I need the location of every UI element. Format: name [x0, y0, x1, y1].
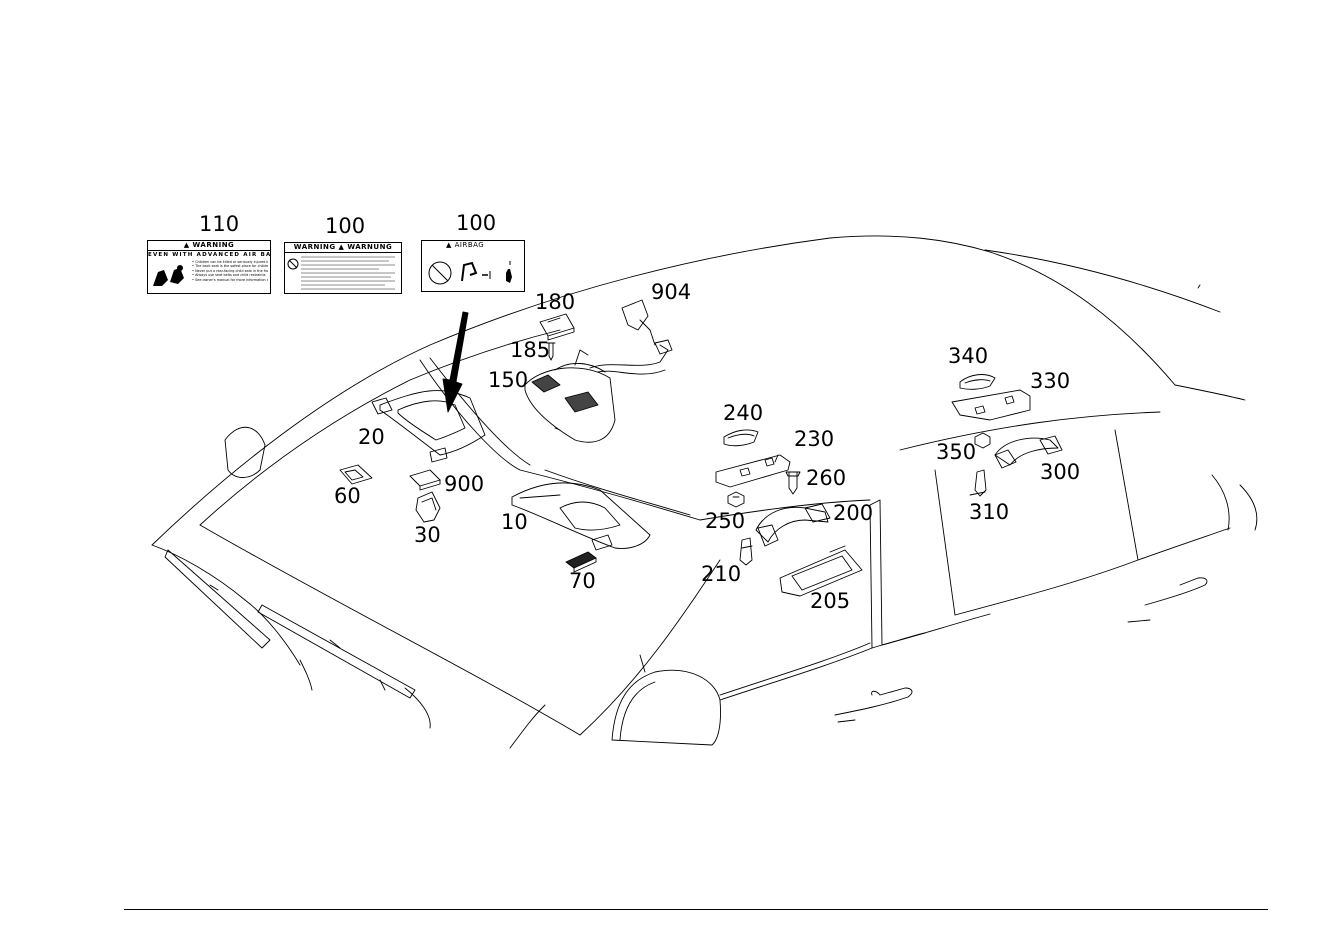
text-lines-graphic — [299, 254, 399, 293]
part-180-bracket — [539, 313, 575, 341]
no-child-seat-icon — [287, 254, 299, 284]
part-300-grab-handle — [994, 435, 1063, 469]
part-340-cover — [959, 374, 996, 390]
arrow-indicator — [442, 311, 469, 413]
callout-205: 205 — [810, 589, 851, 613]
callout-10: 10 — [501, 510, 528, 534]
card-110-subtitle: EVEN WITH ADVANCED AIR BAGS — [148, 250, 271, 258]
callout-110: 110 — [199, 212, 240, 236]
callout-200: 200 — [833, 501, 874, 525]
part-210-clip — [739, 537, 753, 566]
footer-divider — [124, 909, 1268, 910]
card-110-line: • Children can be killed or seriously in… — [192, 260, 268, 264]
part-20-sun-visor-left — [371, 390, 486, 463]
part-330-bracket — [951, 389, 1031, 421]
part-60-bracket — [339, 464, 373, 485]
car-body-outline — [151, 235, 1258, 749]
callout-250: 250 — [705, 509, 746, 533]
part-10-sun-visor-right — [511, 482, 651, 551]
part-900-holder — [409, 469, 441, 491]
part-205-reading-lamp — [779, 545, 863, 597]
part-350-nut — [974, 432, 991, 449]
callout-240: 240 — [723, 401, 764, 425]
callout-60: 60 — [334, 484, 361, 508]
callout-350: 350 — [936, 440, 977, 464]
callout-904: 904 — [651, 280, 692, 304]
part-200-grab-handle — [755, 503, 831, 547]
callout-310: 310 — [969, 500, 1010, 524]
part-310-clip — [969, 469, 987, 497]
callout-70: 70 — [569, 569, 596, 593]
card-110-line: • Never put a rear-facing child seat in … — [192, 268, 268, 273]
card-110-line: • Always use seat belts and child restra… — [192, 273, 266, 278]
callout-150: 150 — [488, 368, 529, 392]
child-seat-icon — [150, 260, 192, 290]
label-110-warning-card: ▲ WARNING EVEN WITH ADVANCED AIR BAGS • … — [147, 240, 271, 294]
callout-100-a: 100 — [325, 214, 366, 238]
part-240-cover — [723, 429, 759, 447]
card-110-line: • See owner's manual for more informatio… — [192, 277, 268, 282]
callout-210: 210 — [701, 562, 742, 586]
callout-340: 340 — [948, 344, 989, 368]
callout-20: 20 — [358, 425, 385, 449]
card-110-line: • The back seat is the safest place for … — [192, 264, 268, 269]
callout-260: 260 — [806, 466, 847, 490]
callout-185: 185 — [510, 338, 551, 362]
label-100-airbag-card: ▲ AIRBAG — [421, 240, 525, 292]
card-110-title: ▲ WARNING — [183, 241, 235, 249]
callout-300: 300 — [1040, 460, 1081, 484]
part-70-clip — [565, 551, 597, 573]
callout-180: 180 — [535, 290, 576, 314]
part-150-overhead-console — [524, 349, 616, 443]
label-100-warnung-card: WARNING ▲ WARNUNG — [284, 242, 402, 294]
callout-100-b: 100 — [456, 211, 497, 235]
part-260-bolt — [785, 471, 801, 495]
callout-230: 230 — [794, 427, 835, 451]
part-230-bracket — [715, 454, 791, 488]
callout-330: 330 — [1030, 369, 1071, 393]
airbag-pictogram-icon — [426, 253, 522, 291]
part-250-nut — [727, 491, 745, 508]
card-100b-title: ▲ AIRBAG — [446, 241, 485, 249]
callout-900: 900 — [444, 472, 485, 496]
part-904-wiring-harness — [589, 299, 673, 375]
part-185-screw — [546, 342, 556, 361]
callout-30: 30 — [414, 523, 441, 547]
card-100a-title: WARNING ▲ WARNUNG — [285, 243, 401, 253]
part-30-mount — [415, 491, 441, 523]
